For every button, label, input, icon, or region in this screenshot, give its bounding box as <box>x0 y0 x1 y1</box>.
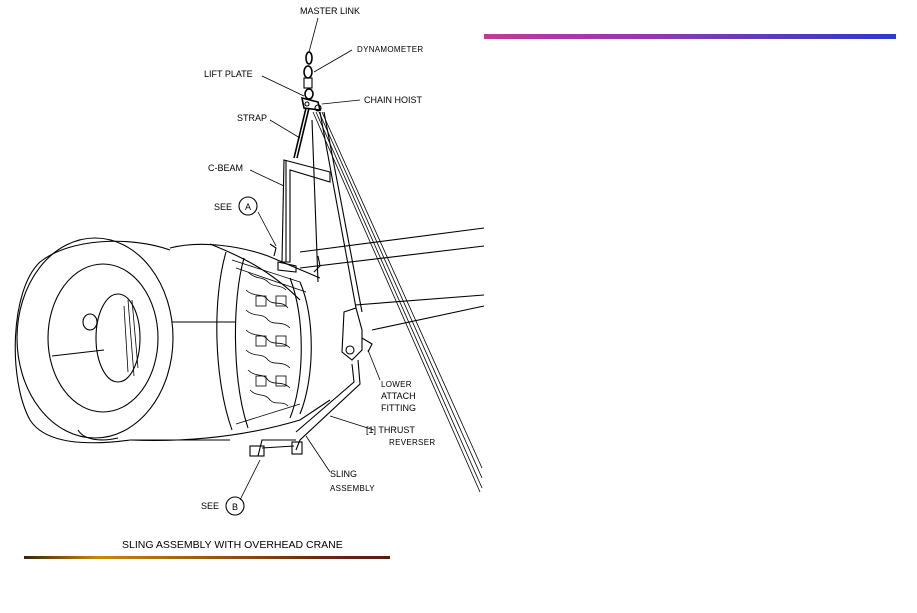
master-link <box>305 51 313 65</box>
crane-boom <box>299 227 485 331</box>
lower-attach-label-3: FITTING <box>381 403 416 413</box>
top-accent-bar <box>484 34 896 39</box>
sling-label-1: SLING <box>330 469 357 479</box>
hoist-chains <box>312 111 483 493</box>
lift-plate-label: LIFT PLATE <box>204 69 253 79</box>
detail-b-letter: B <box>232 502 238 512</box>
top-rigging <box>300 51 322 112</box>
master-link-label: MASTER LINK <box>300 6 360 16</box>
see-a-label: SEE <box>214 202 232 212</box>
sling-lines <box>311 111 363 313</box>
lower-attach-label-1: LOWER <box>381 380 412 389</box>
strap <box>293 107 310 159</box>
detail-b-circle <box>225 496 245 516</box>
lower-attach-fitting <box>341 307 373 361</box>
bottom-accent-bar <box>24 556 390 559</box>
strap-label: STRAP <box>237 113 267 123</box>
c-beam <box>277 159 331 273</box>
thrust-reverser-label-2: REVERSER <box>389 438 435 447</box>
thrust-reverser-cascade <box>231 259 307 425</box>
figure-caption: SLING ASSEMBLY WITH OVERHEAD CRANE <box>122 539 343 551</box>
lower-attach-label-2: ATTACH <box>381 391 416 401</box>
dynamometer-label: DYNAMOMETER <box>357 45 423 54</box>
thrust-reverser-label-1: [1] THRUST <box>366 425 415 435</box>
engine-nacelle <box>14 237 331 444</box>
chain-hoist-label: CHAIN HOIST <box>364 95 423 105</box>
detail-a-circle <box>238 196 258 216</box>
sling-assembly <box>249 359 361 457</box>
c-beam-label: C-BEAM <box>208 163 243 173</box>
sling-label-2: ASSEMBLY <box>330 484 375 493</box>
see-b-label: SEE <box>201 501 219 511</box>
callout-marks <box>269 243 321 273</box>
leader-lines <box>239 17 381 501</box>
detail-a-letter: A <box>245 202 251 212</box>
